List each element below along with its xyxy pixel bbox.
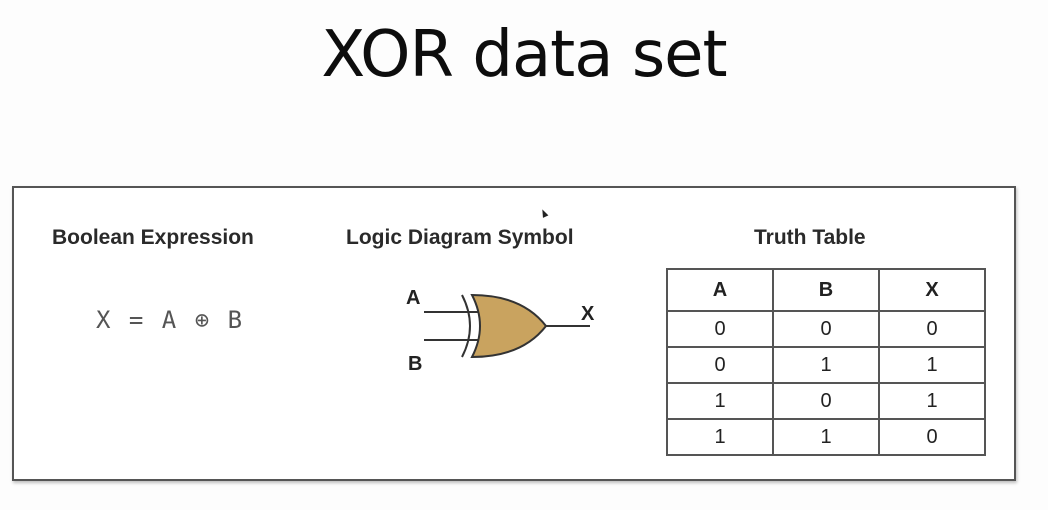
xor-extra-curve <box>461 294 471 358</box>
table-cell: 0 <box>772 382 880 420</box>
table-row: 1 1 0 <box>666 418 986 456</box>
table-cell: 1 <box>878 346 986 384</box>
gate-output-label: X <box>581 303 595 325</box>
column-header-x: X <box>878 268 986 312</box>
table-cell: 1 <box>772 346 880 384</box>
truth-table-heading: Truth Table <box>754 226 866 249</box>
table-cell: 0 <box>666 310 774 348</box>
boolean-expression: X = A ⊕ B <box>96 306 243 334</box>
table-cell: 0 <box>772 310 880 348</box>
table-cell: 0 <box>666 346 774 384</box>
boolean-expression-heading: Boolean Expression <box>52 226 254 249</box>
xor-gate-body <box>470 293 548 359</box>
xor-gate-symbol: A B X <box>406 287 595 375</box>
column-header-b: B <box>772 268 880 312</box>
truth-table: A B X 0 0 0 0 1 1 1 0 1 1 1 <box>666 268 986 456</box>
table-cell: 1 <box>666 382 774 420</box>
column-header-a: A <box>666 268 774 312</box>
slide-title: XOR data set <box>321 18 727 92</box>
xor-figure: Boolean Expression Logic Diagram Symbol … <box>12 186 1016 481</box>
table-cell: 0 <box>878 310 986 348</box>
table-row: 1 0 1 <box>666 382 986 420</box>
truth-table-header-row: A B X <box>666 268 986 312</box>
logic-diagram-heading: Logic Diagram Symbol <box>346 226 574 249</box>
table-cell: 0 <box>878 418 986 456</box>
table-cell: 1 <box>772 418 880 456</box>
gate-input-a-label: A <box>406 287 420 309</box>
gate-input-b-label: B <box>408 353 422 375</box>
table-row: 0 0 0 <box>666 310 986 348</box>
table-cell: 1 <box>666 418 774 456</box>
table-row: 0 1 1 <box>666 346 986 384</box>
table-cell: 1 <box>878 382 986 420</box>
